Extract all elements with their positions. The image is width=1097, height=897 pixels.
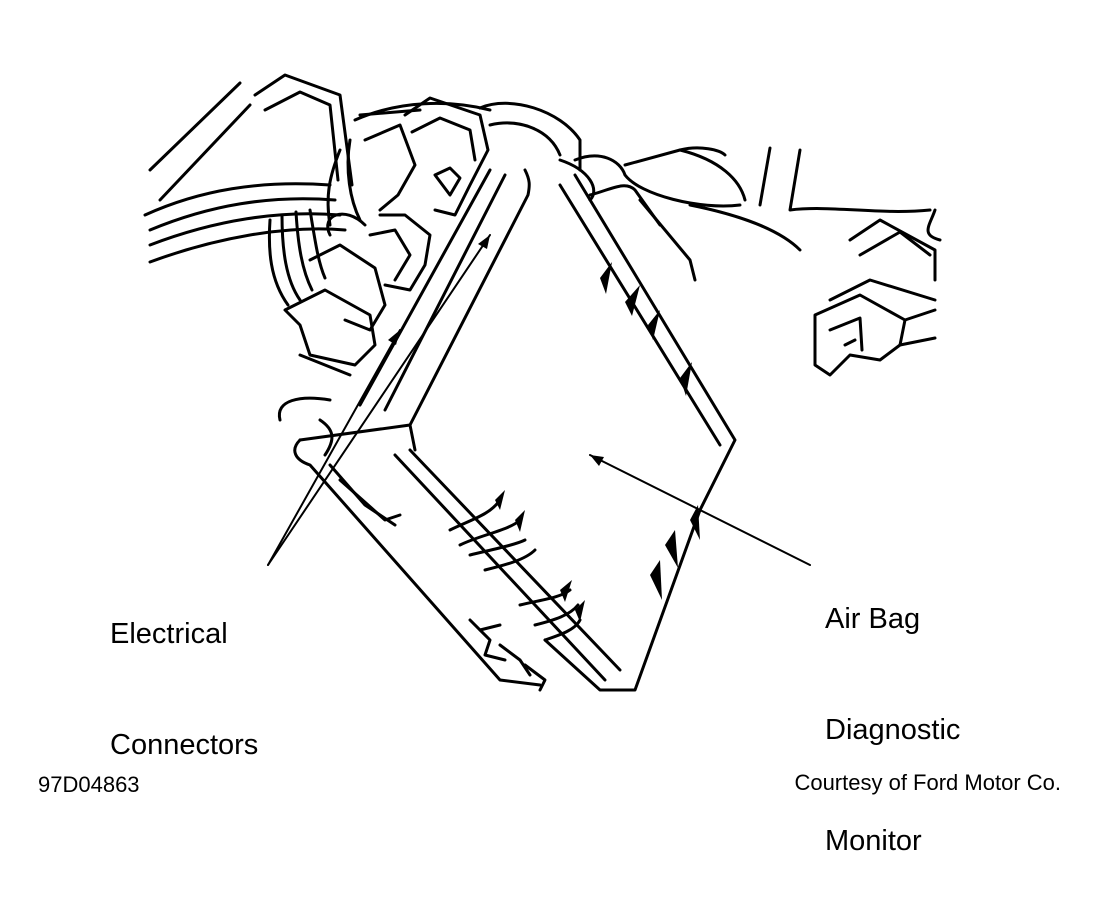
air-bag-monitor-label: Air Bag Diagnostic Monitor [825,527,960,897]
figure-id: 97D04863 [38,772,140,797]
wiring-harness-left [143,73,354,264]
leader-lines [267,234,811,566]
electrical-connectors-label: Electrical Connectors [110,542,258,801]
air-bag-diagnostic-monitor-housing [277,101,737,692]
electrical-connectors-label-line-2: Connectors [110,729,259,761]
electrical-connectors [267,96,492,377]
credit-line: Courtesy of Ford Motor Co. [794,770,1061,795]
mounting-tabs [448,262,700,642]
air-bag-monitor-label-line-2: Diagnostic [825,714,961,746]
air-bag-monitor-label-line-3: Monitor [825,825,922,857]
wiring-harness-right [573,146,942,377]
air-bag-monitor-illustration [143,73,942,692]
air-bag-monitor-label-line-1: Air Bag [825,603,921,635]
electrical-connectors-label-line-1: Electrical [110,618,228,650]
